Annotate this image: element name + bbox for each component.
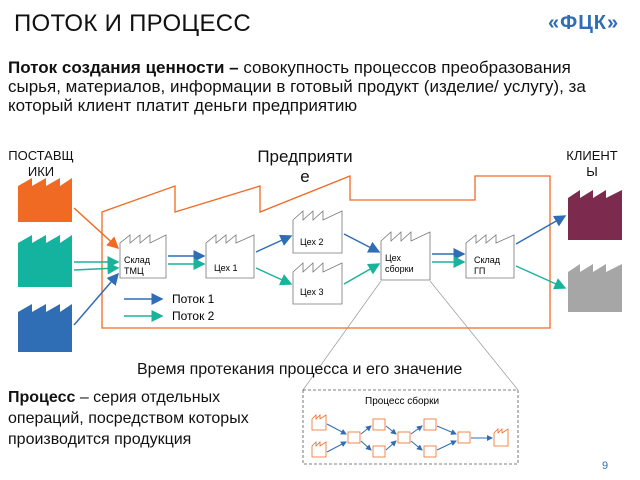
assembly-shop-icon: [380, 231, 431, 281]
op-arrow-5: [385, 425, 397, 435]
op-arrow-8: [410, 440, 423, 451]
operation-arrows: [326, 423, 493, 453]
logo-bracket-left: «: [548, 12, 561, 34]
op-arrow-4: [360, 440, 372, 451]
operation-box-3: [372, 445, 386, 458]
flow1-shop1-shop2-arrow: [255, 234, 293, 253]
flow-supplier-teal-arrow-2: [73, 262, 120, 275]
suppliers-label: ПОСТАВЩИКИ: [8, 148, 74, 179]
assembly-label-line1: Цех: [385, 253, 401, 263]
flow2-shop1-shop3-arrow: [255, 267, 293, 286]
flow1-gp-client-arrow: [515, 215, 567, 245]
process-definition-text: – серия отдельных операций, посредством …: [8, 389, 249, 448]
process-definition: Процесс – серия отдельных операций, поср…: [8, 387, 298, 450]
flow-supplier-blue-arrow: [73, 272, 119, 326]
warehouse-tmc-label-line1: Склад: [124, 255, 151, 265]
supplier-factory-blue-icon: [18, 304, 72, 352]
legend-flow2-label: Поток 2: [172, 309, 215, 323]
op-arrow-3: [360, 425, 372, 435]
assembly-label-line2: сборки: [385, 264, 414, 274]
op-arrow-9: [436, 425, 457, 435]
logo-text: ФЦК: [560, 12, 608, 34]
process-input-factory-1-icon: [311, 414, 327, 431]
supplier-factory-teal-icon: [18, 235, 72, 287]
logo-bracket-right: »: [607, 12, 620, 34]
shop2-label: Цех 2: [300, 237, 323, 247]
warehouse-tmc-icon: [119, 234, 167, 279]
enterprise-label: Предприятие: [257, 147, 353, 186]
operation-box-6: [423, 445, 437, 458]
enterprise-outline: [101, 175, 551, 329]
warehouse-tmc-label-line2: ТМЦ: [124, 266, 144, 276]
legend-flow1-label: Поток 1: [172, 292, 215, 306]
client-factory-grey-icon: [568, 264, 622, 312]
shop1-icon: [205, 234, 255, 279]
zoom-line-left: [302, 280, 382, 391]
flow1-shop2-assembly-arrow: [343, 233, 381, 253]
operation-box-4: [397, 431, 411, 444]
assembly-process-box: [302, 389, 519, 465]
supplier-factory-orange-icon: [18, 178, 72, 222]
warehouse-gp-label-line1: Склад: [474, 255, 501, 265]
page-number: 9: [602, 460, 609, 472]
operation-box-1: [347, 431, 361, 444]
assembly-process-title: Процесс сборки: [365, 395, 439, 407]
op-arrow-1: [326, 423, 347, 435]
op-arrow-10: [436, 440, 457, 451]
op-arrow-6: [385, 440, 397, 451]
shop3-icon: [292, 262, 343, 305]
flow2-shop3-assembly-arrow: [343, 263, 381, 285]
flow-supplier-orange-arrow: [73, 207, 120, 250]
flow2-gp-client-arrow: [515, 265, 567, 290]
process-definition-term: Процесс: [8, 389, 76, 406]
shop1-label: Цех 1: [214, 263, 237, 273]
op-arrow-7: [410, 425, 423, 435]
shop3-label: Цех 3: [300, 287, 323, 297]
definition-term: Поток создания ценности –: [8, 58, 244, 77]
operation-box-7: [457, 431, 471, 444]
operation-box-5: [423, 418, 437, 431]
shop2-icon: [292, 210, 343, 254]
process-input-factory-2-icon: [311, 441, 327, 458]
process-output-factory-icon: [493, 428, 509, 447]
warehouse-gp-label-line2: ГП: [474, 266, 485, 276]
operation-box-2: [372, 418, 386, 431]
value-stream-definition: Поток создания ценности – совокупность п…: [8, 58, 628, 115]
op-arrow-2: [326, 441, 347, 453]
logo: «ФЦК»: [548, 12, 619, 35]
zoom-line-right: [429, 280, 519, 391]
process-time-label: Время протекания процесса и его значение: [137, 361, 463, 378]
definition-text: совокупность процессов преобразования сы…: [8, 58, 586, 115]
page-title: ПОТОК И ПРОЦЕСС: [14, 10, 252, 37]
warehouse-gp-icon: [465, 234, 515, 279]
client-factory-maroon-icon: [568, 190, 622, 240]
clients-label: КЛИЕНТЫ: [566, 148, 618, 179]
